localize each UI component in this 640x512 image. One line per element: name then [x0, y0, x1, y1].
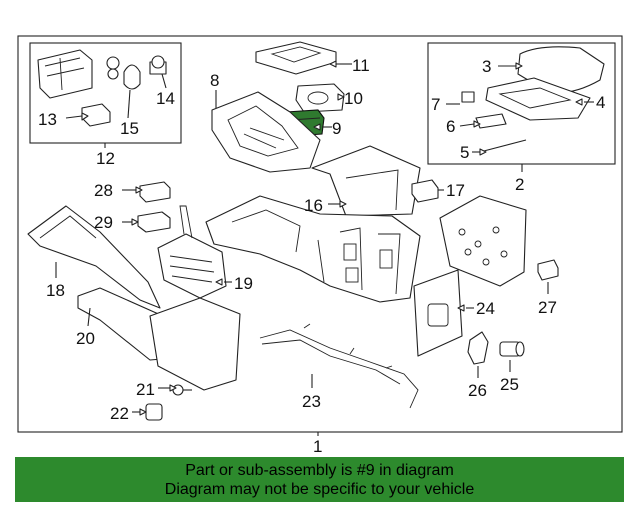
part-14-bulb-socket	[149, 55, 167, 75]
part-11-lid	[255, 41, 337, 75]
callout-25: 25	[500, 375, 519, 394]
part-18-side-trim	[27, 205, 161, 309]
callout-20: 20	[76, 329, 95, 348]
part-4-hinge-plate	[485, 77, 591, 121]
callout-5: 5	[460, 143, 469, 162]
part-28-module	[139, 181, 171, 203]
banner-line-disclaimer: Diagram may not be specific to your vehi…	[164, 481, 475, 498]
assembly-frame	[17, 35, 623, 433]
callout-12: 12	[96, 149, 115, 168]
callout-27: 27	[538, 298, 557, 317]
console-bracket	[205, 195, 421, 303]
callout-9: 9	[332, 119, 341, 138]
callout-29: 29	[94, 213, 113, 232]
part-27-switch	[537, 259, 559, 281]
part-26-bracket	[467, 331, 489, 365]
part-22-plug	[145, 403, 163, 421]
callout-15: 15	[120, 119, 139, 138]
callout-4: 4	[596, 93, 605, 112]
callout-11: 11	[352, 56, 370, 75]
callout-28: 28	[94, 181, 113, 200]
part-info-banner: Part or sub-assembly is #9 in diagram Di…	[15, 457, 624, 502]
rear-panel	[439, 195, 527, 287]
callout-17: 17	[446, 181, 465, 200]
callout-14: 14	[156, 89, 175, 108]
banner-line-part: Part or sub-assembly is #9 in diagram	[185, 462, 454, 479]
callout-24: 24	[476, 299, 495, 318]
part-17-switch	[411, 179, 439, 203]
callout-13: 13	[38, 110, 57, 129]
callout-8: 8	[210, 71, 219, 90]
callout-7: 7	[431, 95, 440, 114]
callout-10: 10	[344, 89, 363, 108]
callout-6: 6	[446, 117, 455, 136]
part-16-storage-bin	[311, 145, 421, 217]
callout-21: 21	[136, 380, 155, 399]
part-21-screw	[172, 384, 192, 396]
part-23-harness	[259, 323, 419, 409]
part-15-socket	[123, 64, 141, 90]
callout-26: 26	[468, 381, 487, 400]
part-6-latch	[475, 113, 507, 129]
part-24-panel	[413, 269, 463, 357]
callout-2: 2	[515, 175, 524, 194]
part-12-bulb	[106, 56, 120, 80]
callout-18: 18	[46, 281, 65, 300]
parts-diagram: 1 2 3 4 5 6 7 8 9 10 11 12 13 14 15 16 1…	[17, 35, 623, 456]
callout-23: 23	[302, 392, 321, 411]
part-7-clip	[461, 91, 475, 103]
part-8-console-top	[211, 91, 321, 173]
part-10-trim	[295, 83, 345, 113]
part-5-rod	[479, 139, 527, 153]
part-12-bracket	[37, 49, 93, 99]
part-19-shifter	[157, 205, 227, 299]
callout-22: 22	[110, 404, 129, 423]
callout-3: 3	[482, 57, 491, 76]
callout-16: 16	[304, 196, 323, 215]
callout-1: 1	[313, 437, 322, 456]
part-29-module	[137, 211, 171, 233]
part-20-lower-panel	[77, 287, 241, 391]
callout-19: 19	[234, 274, 253, 293]
part-25-socket	[499, 341, 525, 357]
